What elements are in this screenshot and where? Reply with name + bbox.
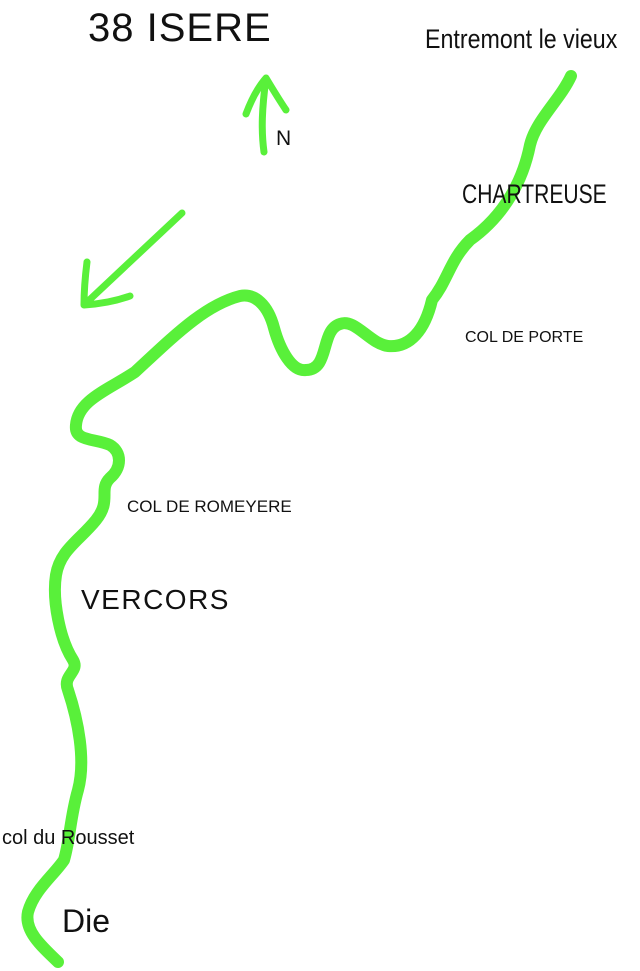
direction-arrow-icon xyxy=(80,209,186,309)
north-arrow-icon xyxy=(242,74,290,156)
department-title: 38 ISERE xyxy=(88,6,272,50)
north-label: N xyxy=(276,127,292,150)
pass-label-col-du-rousset: col du Rousset xyxy=(2,827,135,849)
place-label-start: Entremont le vieux xyxy=(425,24,618,54)
region-label-chartreuse: CHARTREUSE xyxy=(462,179,607,209)
pass-label-col-de-porte: COL DE PORTE xyxy=(465,329,584,346)
region-label-vercors: VERCORS xyxy=(81,584,230,615)
place-label-end: Die xyxy=(62,903,111,939)
pass-label-col-de-romeyere: COL DE ROMEYERE xyxy=(127,497,292,516)
route-line xyxy=(21,70,577,968)
